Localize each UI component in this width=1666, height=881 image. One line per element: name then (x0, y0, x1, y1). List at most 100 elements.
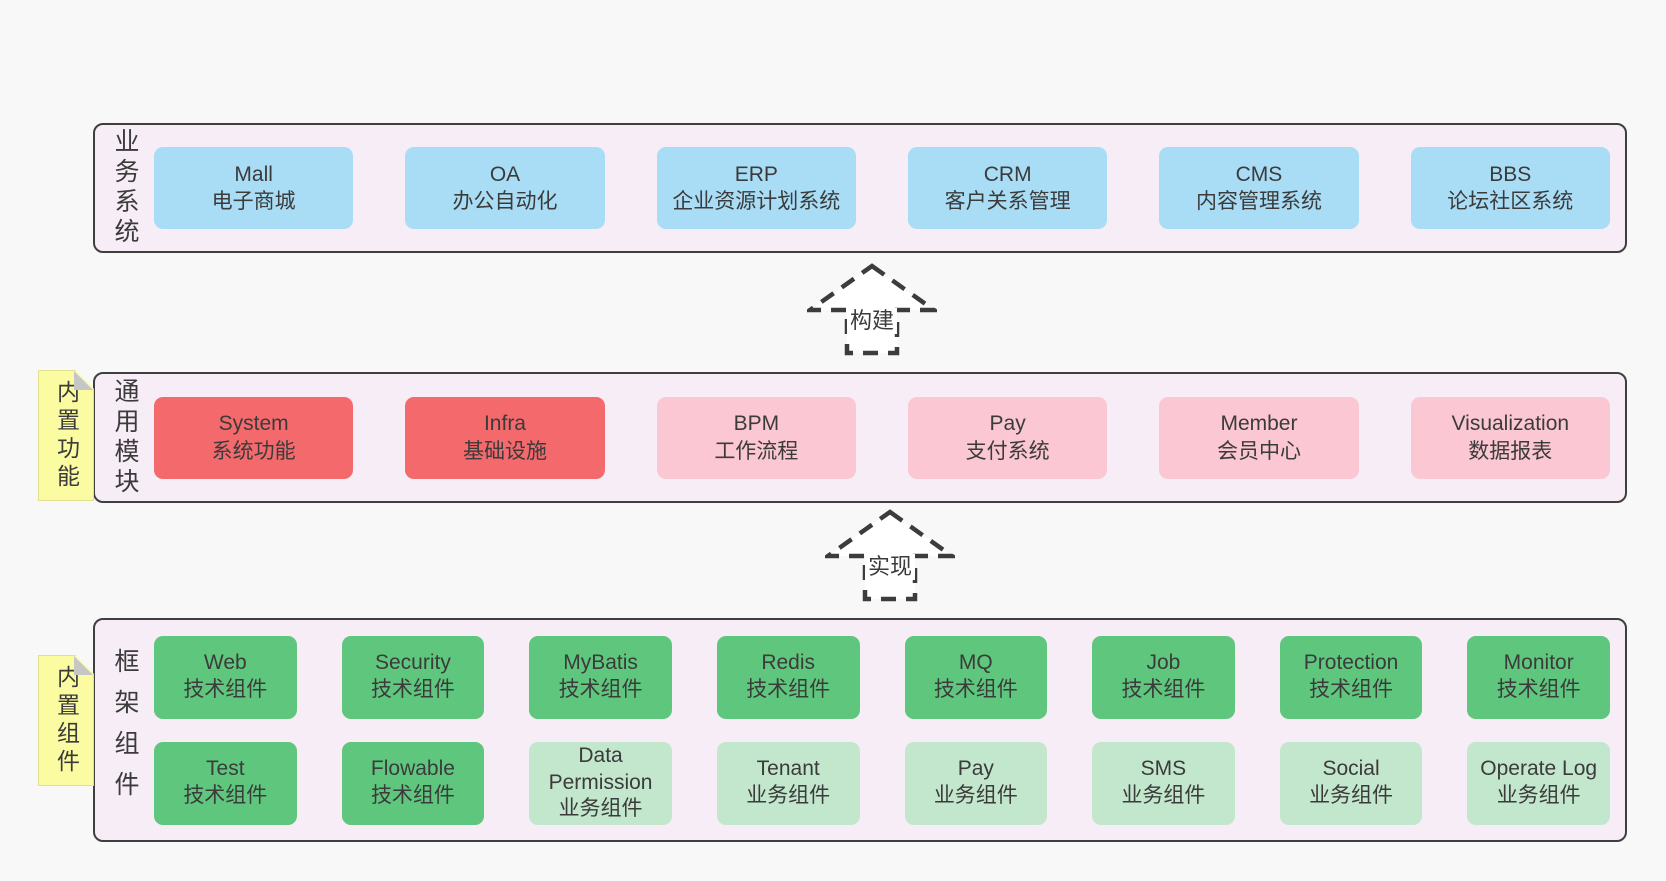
box-title: BPM (733, 412, 780, 436)
box-subtitle: 技术组件 (1309, 678, 1394, 701)
note-built-in-components: 内置组件 (38, 655, 94, 786)
box-title: Operate Log (1480, 757, 1598, 781)
box-title: Member (1220, 412, 1298, 436)
box-title: Social (1322, 757, 1380, 781)
box-flowable: Flowable 技术组件 (341, 741, 485, 825)
framework-row-1: Web 技术组件 Security 技术组件 MyBatis 技术组件 Redi… (154, 635, 1610, 719)
framework-box-rows: Web 技术组件 Security 技术组件 MyBatis 技术组件 Redi… (154, 635, 1610, 825)
panel-framework-components: 框架组件 Web 技术组件 Security 技术组件 MyBatis 技术组件… (93, 618, 1627, 842)
box-title: Protection (1303, 651, 1399, 675)
box-title: CRM (983, 162, 1032, 186)
box-title: Pay (989, 412, 1026, 436)
box-data-permission: Data Permission 业务组件 (529, 741, 672, 825)
box-subtitle: 技术组件 (1496, 678, 1581, 701)
box-title: Monitor (1503, 651, 1574, 675)
box-cms: CMS 内容管理系统 (1159, 147, 1359, 229)
box-subtitle: 技术组件 (370, 678, 455, 701)
box-subtitle: 业务组件 (746, 784, 831, 807)
note-label: 内置功能 (53, 379, 80, 492)
box-title: Security (375, 651, 451, 675)
box-job: Job 技术组件 (1092, 635, 1235, 719)
box-operate-log: Operate Log 业务组件 (1467, 741, 1610, 825)
box-title: System (218, 412, 289, 436)
implement-arrow-label: 实现 (864, 554, 916, 581)
panel-business-label: 业务系统 (111, 128, 139, 248)
box-subtitle: 业务组件 (1309, 784, 1394, 807)
box-title: OA (489, 162, 521, 186)
box-system: System 系统功能 (154, 396, 354, 479)
panel-modules-label: 通用模块 (111, 377, 139, 498)
box-subtitle: 业务组件 (933, 784, 1018, 807)
box-pay-component: Pay 业务组件 (904, 741, 1048, 825)
box-protection: Protection 技术组件 (1279, 635, 1423, 719)
box-sms: SMS 业务组件 (1092, 741, 1235, 825)
box-erp: ERP 企业资源计划系统 (656, 147, 856, 229)
box-subtitle: 技术组件 (558, 678, 643, 701)
box-subtitle: 基础设施 (462, 439, 547, 463)
box-title: Web (203, 651, 247, 675)
box-subtitle: 技术组件 (183, 784, 268, 807)
box-subtitle: 业务组件 (558, 797, 643, 821)
box-title: Infra (483, 412, 526, 436)
box-subtitle: 技术组件 (933, 678, 1018, 701)
box-title: CMS (1235, 162, 1283, 186)
box-crm: CRM 客户关系管理 (907, 147, 1108, 229)
box-bbs: BBS 论坛社区系统 (1410, 147, 1610, 229)
box-oa: OA 办公自动化 (405, 147, 605, 229)
box-member: Member 会员中心 (1159, 396, 1359, 479)
box-title: Flowable (370, 757, 455, 781)
box-subtitle: 数据报表 (1468, 439, 1553, 463)
framework-row-2: Test 技术组件 Flowable 技术组件 Data Permission … (154, 741, 1610, 825)
box-subtitle: 论坛社区系统 (1447, 190, 1574, 213)
build-arrow-label: 构建 (846, 308, 898, 335)
box-infra: Infra 基础设施 (405, 396, 605, 479)
box-subtitle: 技术组件 (1121, 678, 1206, 701)
panel-common-modules: 通用模块 System 系统功能 Infra 基础设施 BPM 工作流程 Pay… (93, 372, 1627, 503)
box-security: Security 技术组件 (341, 635, 485, 719)
panel-business-systems: 业务系统 Mall 电子商城 OA 办公自动化 ERP 企业资源计划系统 CRM… (93, 123, 1627, 253)
folded-corner-icon (74, 371, 93, 390)
build-arrow: 构建 (807, 262, 937, 358)
box-subtitle: 会员中心 (1216, 439, 1301, 463)
panel-framework-label: 框架组件 (111, 648, 139, 812)
box-title: Data Permission (548, 743, 653, 794)
modules-box-row: System 系统功能 Infra 基础设施 BPM 工作流程 Pay 支付系统… (154, 396, 1610, 479)
box-test: Test 技术组件 (154, 741, 297, 825)
box-subtitle: 企业资源计划系统 (672, 190, 841, 213)
box-pay: Pay 支付系统 (907, 396, 1108, 479)
box-subtitle: 技术组件 (183, 678, 268, 701)
box-subtitle: 技术组件 (370, 784, 455, 807)
box-subtitle: 支付系统 (965, 439, 1050, 463)
box-mybatis: MyBatis 技术组件 (529, 635, 672, 719)
note-label: 内置组件 (53, 664, 80, 777)
box-tenant: Tenant 业务组件 (716, 741, 860, 825)
box-visualization: Visualization 数据报表 (1410, 396, 1610, 479)
box-title: MQ (958, 651, 993, 675)
business-box-row: Mall 电子商城 OA 办公自动化 ERP 企业资源计划系统 CRM 客户关系… (154, 147, 1610, 229)
box-subtitle: 办公自动化 (452, 190, 558, 213)
box-title: ERP (734, 162, 778, 186)
box-monitor: Monitor 技术组件 (1467, 635, 1610, 719)
box-mall: Mall 电子商城 (154, 147, 354, 229)
box-subtitle: 业务组件 (1121, 784, 1206, 807)
box-redis: Redis 技术组件 (716, 635, 860, 719)
box-subtitle: 业务组件 (1496, 784, 1581, 807)
box-title: MyBatis (563, 651, 638, 675)
box-web: Web 技术组件 (154, 635, 297, 719)
box-subtitle: 客户关系管理 (944, 190, 1071, 213)
box-subtitle: 内容管理系统 (1195, 190, 1322, 213)
box-social: Social 业务组件 (1279, 741, 1423, 825)
box-title: Tenant (756, 757, 820, 781)
box-title: Mall (234, 162, 273, 186)
box-bpm: BPM 工作流程 (656, 396, 856, 479)
folded-corner-icon (74, 656, 93, 675)
box-title: Test (206, 757, 245, 781)
box-title: Job (1146, 651, 1181, 675)
box-subtitle: 工作流程 (714, 439, 799, 463)
note-built-in-functions: 内置功能 (38, 370, 94, 501)
box-title: BBS (1489, 162, 1532, 186)
box-title: Visualization (1451, 412, 1570, 436)
box-title: SMS (1140, 757, 1187, 781)
box-subtitle: 系统功能 (211, 439, 296, 463)
